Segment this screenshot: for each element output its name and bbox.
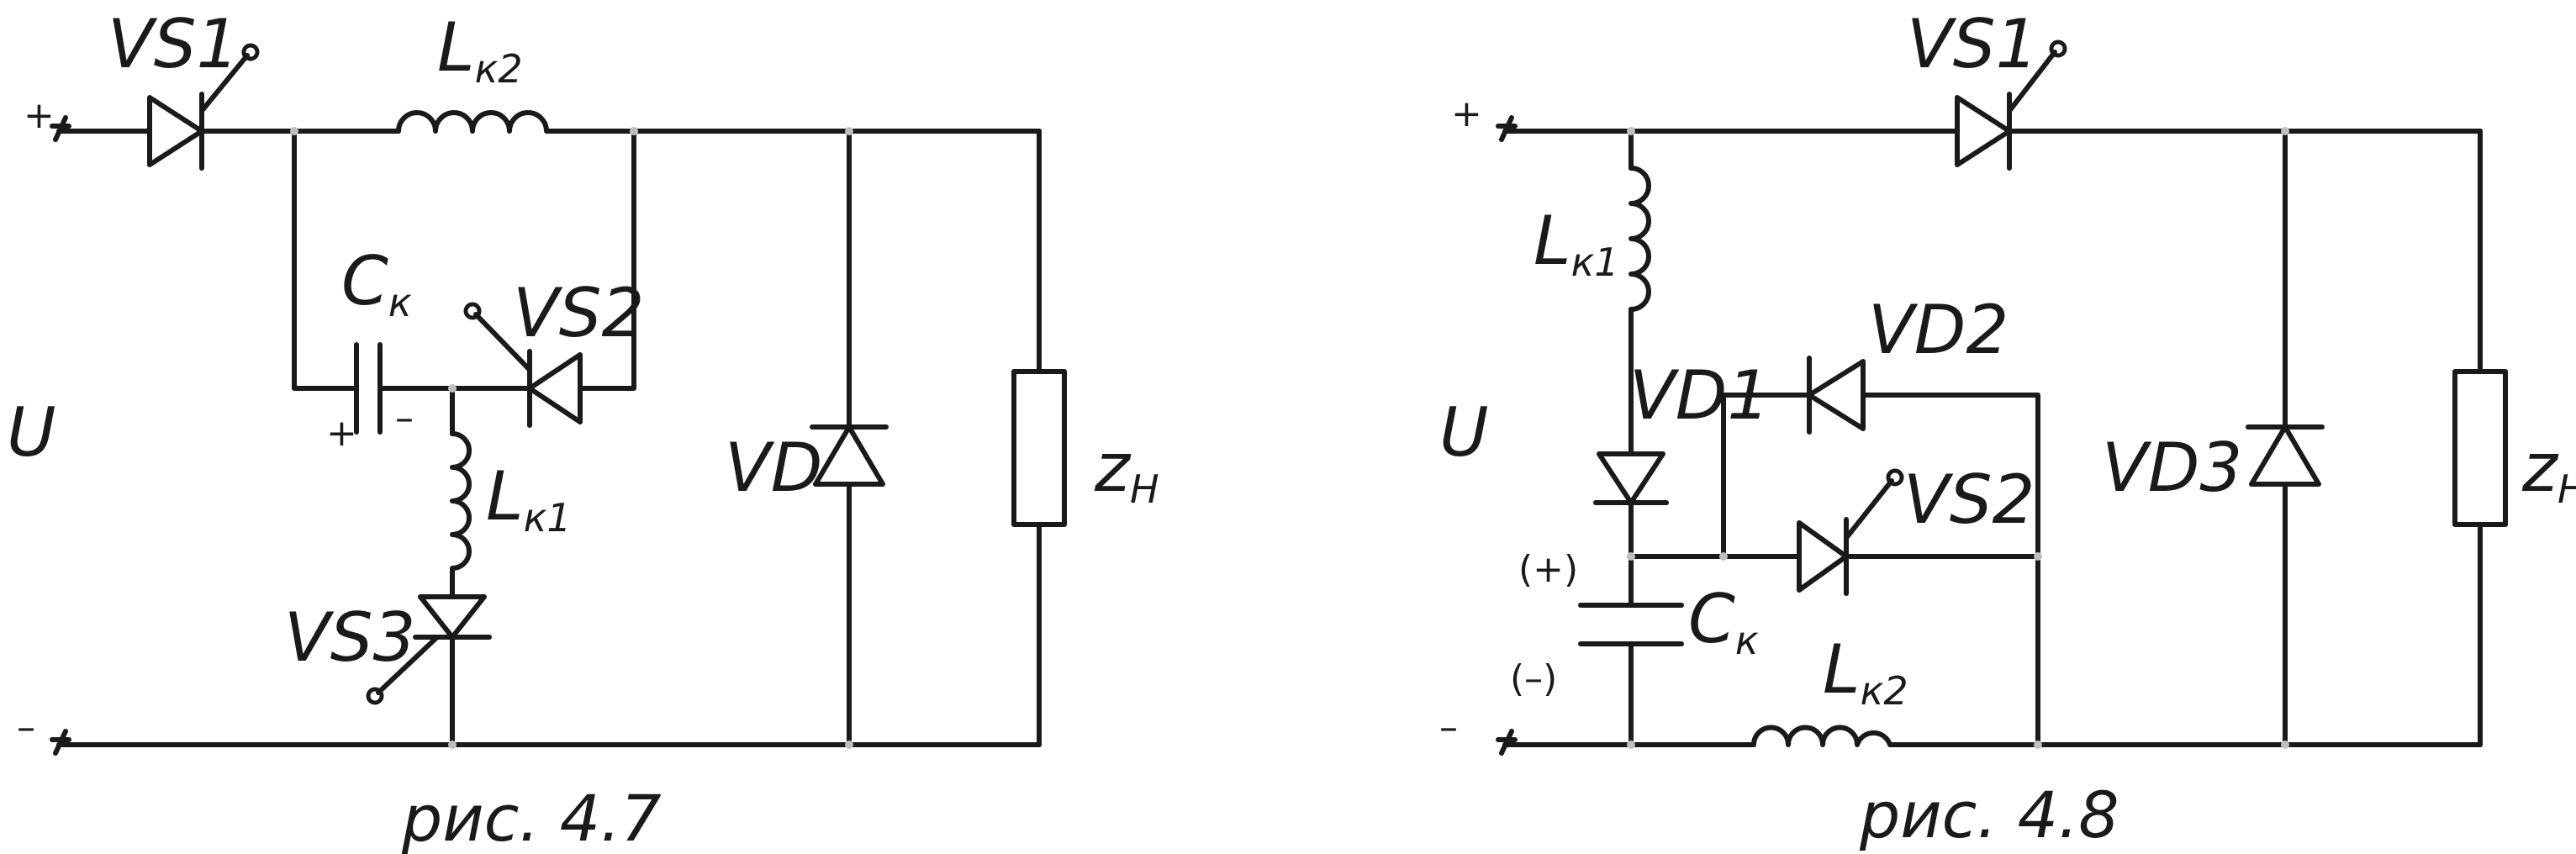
vs2-label-4-8: VS2 [1903,461,2035,539]
cap-minus-label-4-7: – [395,397,414,440]
junctions-4-7 [290,127,853,749]
figure-4-7: + – U VS1 Lк2 Cк VS2 + – Lк1 VS3 VD zH р… [7,5,1159,854]
terminal-plus-4-7 [50,115,71,142]
vs3-label-4-7: VS3 [284,598,415,677]
inductor-lk2-4-7 [396,110,552,134]
vs1-label-4-8: VS1 [1907,5,2038,83]
terminal-minus-4-8 [1496,729,1518,756]
vd1-label-4-8: VD1 [1629,356,1770,435]
vs2-label-4-7: VS2 [513,274,644,352]
plus-label-4-8: + [1451,92,1482,135]
ck-label-4-8: Cк [1688,580,1759,663]
capacitor-ck-4-7 [354,342,383,435]
terminal-plus-4-8 [1496,115,1518,142]
lk1-label-4-7: Lк1 [486,457,572,540]
lk1-label-4-8: Lк1 [1533,202,1619,285]
cap-minus-label-4-8: (–) [1510,657,1557,700]
vd3-label-4-8: VD3 [2102,429,2242,507]
thyristor-vs2-4-8 [1797,468,1904,596]
zh-label-4-7: zH [1094,429,1159,512]
ck-label-4-7: Cк [341,242,412,325]
thyristor-vs2-4-7 [463,302,583,428]
wires-4-8 [1502,129,2483,747]
diode-vd1-4-8 [1593,451,1669,505]
minus-label-4-8: – [1439,706,1458,749]
thyristor-vs3-4-7 [366,594,492,705]
cap-plus-label-4-7: + [326,412,357,455]
lk2-label-4-7: Lк2 [437,8,523,92]
load-zh-4-8 [2452,369,2508,527]
caption-4-7: рис. 4.7 [401,781,662,854]
figure-4-8: + – U VS1 Lк1 VD2 VD1 VS2 (+) (–) Cк Lк2… [1439,5,2576,852]
vs1-label-4-7: VS1 [108,5,239,83]
vd-label-4-7: VD [725,429,822,507]
inductor-lk2-4-8 [1751,725,1892,747]
lk2-label-4-8: Lк2 [1823,630,1908,714]
inductor-lk1-4-7 [450,431,472,574]
inductor-lk1-4-8 [1628,166,1651,312]
thyristor-vs1-4-8 [1955,40,2067,171]
thyristor-vs1-4-7 [147,43,260,171]
diode-vd-4-7 [810,424,889,487]
capacitor-ck-4-8 [1578,603,1684,646]
diode-vd2-4-8 [1807,356,1866,435]
terminal-minus-4-7 [50,729,71,756]
u-label-4-8: U [1439,393,1489,472]
diode-vd3-4-8 [2246,424,2325,487]
load-zh-4-7 [1011,369,1067,527]
wires-4-7 [56,129,1042,747]
zh-label-4-8: zH [2521,429,2576,512]
caption-4-8: рис. 4.8 [1859,778,2119,852]
u-label-4-7: U [7,393,56,472]
plus-label-4-7: + [24,94,55,137]
junctions-4-8 [1627,127,2289,749]
cap-plus-label-4-8: (+) [1518,548,1578,591]
vd2-label-4-8: VD2 [1868,291,2009,369]
minus-label-4-7: – [17,706,35,749]
